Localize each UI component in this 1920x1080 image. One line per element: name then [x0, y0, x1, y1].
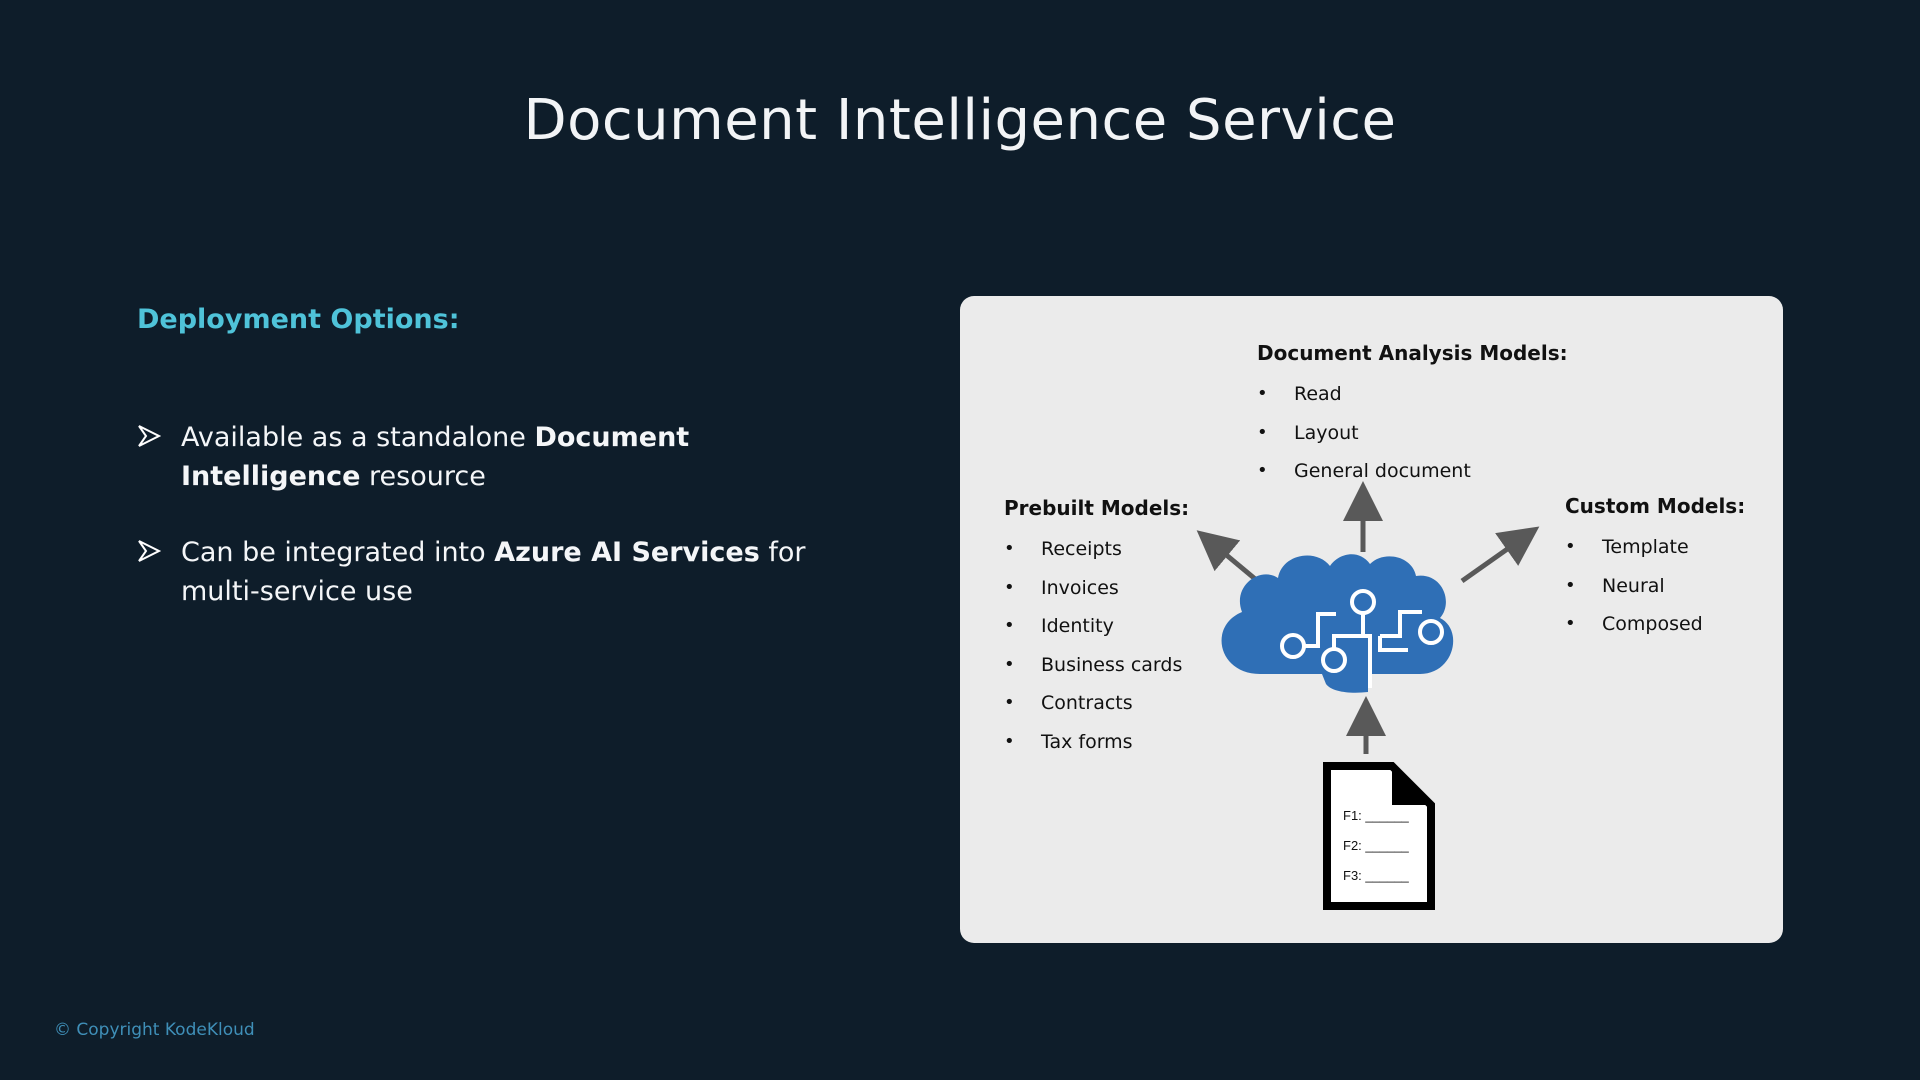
- custom-models-title: Custom Models:: [1565, 494, 1746, 518]
- document-field-3: F3: ______: [1343, 868, 1410, 883]
- list-item: Business cards: [1004, 646, 1189, 685]
- list-item: Receipts: [1004, 530, 1189, 569]
- custom-models-list: Template Neural Composed: [1565, 528, 1745, 644]
- prebuilt-models-title: Prebuilt Models:: [1004, 496, 1190, 520]
- models-diagram-panel: F1: ______ F2: ______ F3: ______ Documen…: [960, 296, 1783, 943]
- list-item: Composed: [1565, 605, 1745, 644]
- document-field-1: F1: ______: [1343, 808, 1410, 823]
- bullet-text-after: resource: [360, 461, 486, 492]
- arrow-bullet-icon: [138, 425, 161, 447]
- list-item: Contracts: [1004, 684, 1189, 723]
- models-diagram-graphic: F1: ______ F2: ______ F3: ______: [1196, 481, 1540, 910]
- deployment-bullet-integrated: Can be integrated into Azure AI Services…: [137, 533, 857, 611]
- prebuilt-models-list: Receipts Invoices Identity Business card…: [1004, 530, 1189, 761]
- deployment-options-heading: Deployment Options:: [137, 304, 460, 335]
- arrow-to-custom: [1460, 526, 1540, 584]
- slide-title: Document Intelligence Service: [523, 88, 1397, 153]
- deployment-bullet-text: Can be integrated into Azure AI Services…: [181, 533, 857, 611]
- list-item: Neural: [1565, 567, 1745, 606]
- list-item: Read: [1257, 375, 1568, 414]
- document-field-2: F2: ______: [1343, 838, 1410, 853]
- arrow-bullet-icon: [138, 540, 161, 562]
- bullet-text-before: Can be integrated into: [181, 537, 495, 568]
- list-item: Tax forms: [1004, 723, 1189, 762]
- list-item: Identity: [1004, 607, 1189, 646]
- document-icon: F1: ______ F2: ______ F3: ______: [1323, 762, 1435, 910]
- bullet-text-before: Available as a standalone: [181, 422, 535, 453]
- bullet-text-bold: Azure AI Services: [494, 537, 760, 568]
- brain-circuit-icon: [1221, 554, 1454, 693]
- prebuilt-models: Prebuilt Models: Receipts Invoices Ident…: [1004, 496, 1189, 761]
- list-item: Invoices: [1004, 569, 1189, 608]
- deployment-bullet-text: Available as a standalone Document Intel…: [181, 418, 857, 496]
- bullet-text-after: for multi-service use: [181, 537, 806, 607]
- custom-models: Custom Models: Template Neural Composed: [1565, 494, 1745, 644]
- list-item: Template: [1565, 528, 1745, 567]
- list-item: General document: [1257, 452, 1568, 491]
- analysis-models-title: Document Analysis Models:: [1257, 341, 1568, 365]
- bullet-text-bold: Document Intelligence: [181, 422, 690, 492]
- document-analysis-models: Document Analysis Models: Read Layout Ge…: [1257, 341, 1568, 491]
- deployment-bullet-standalone: Available as a standalone Document Intel…: [137, 418, 857, 496]
- copyright-footer: © Copyright KodeKloud: [54, 1020, 255, 1040]
- analysis-models-list: Read Layout General document: [1257, 375, 1568, 491]
- list-item: Layout: [1257, 414, 1568, 453]
